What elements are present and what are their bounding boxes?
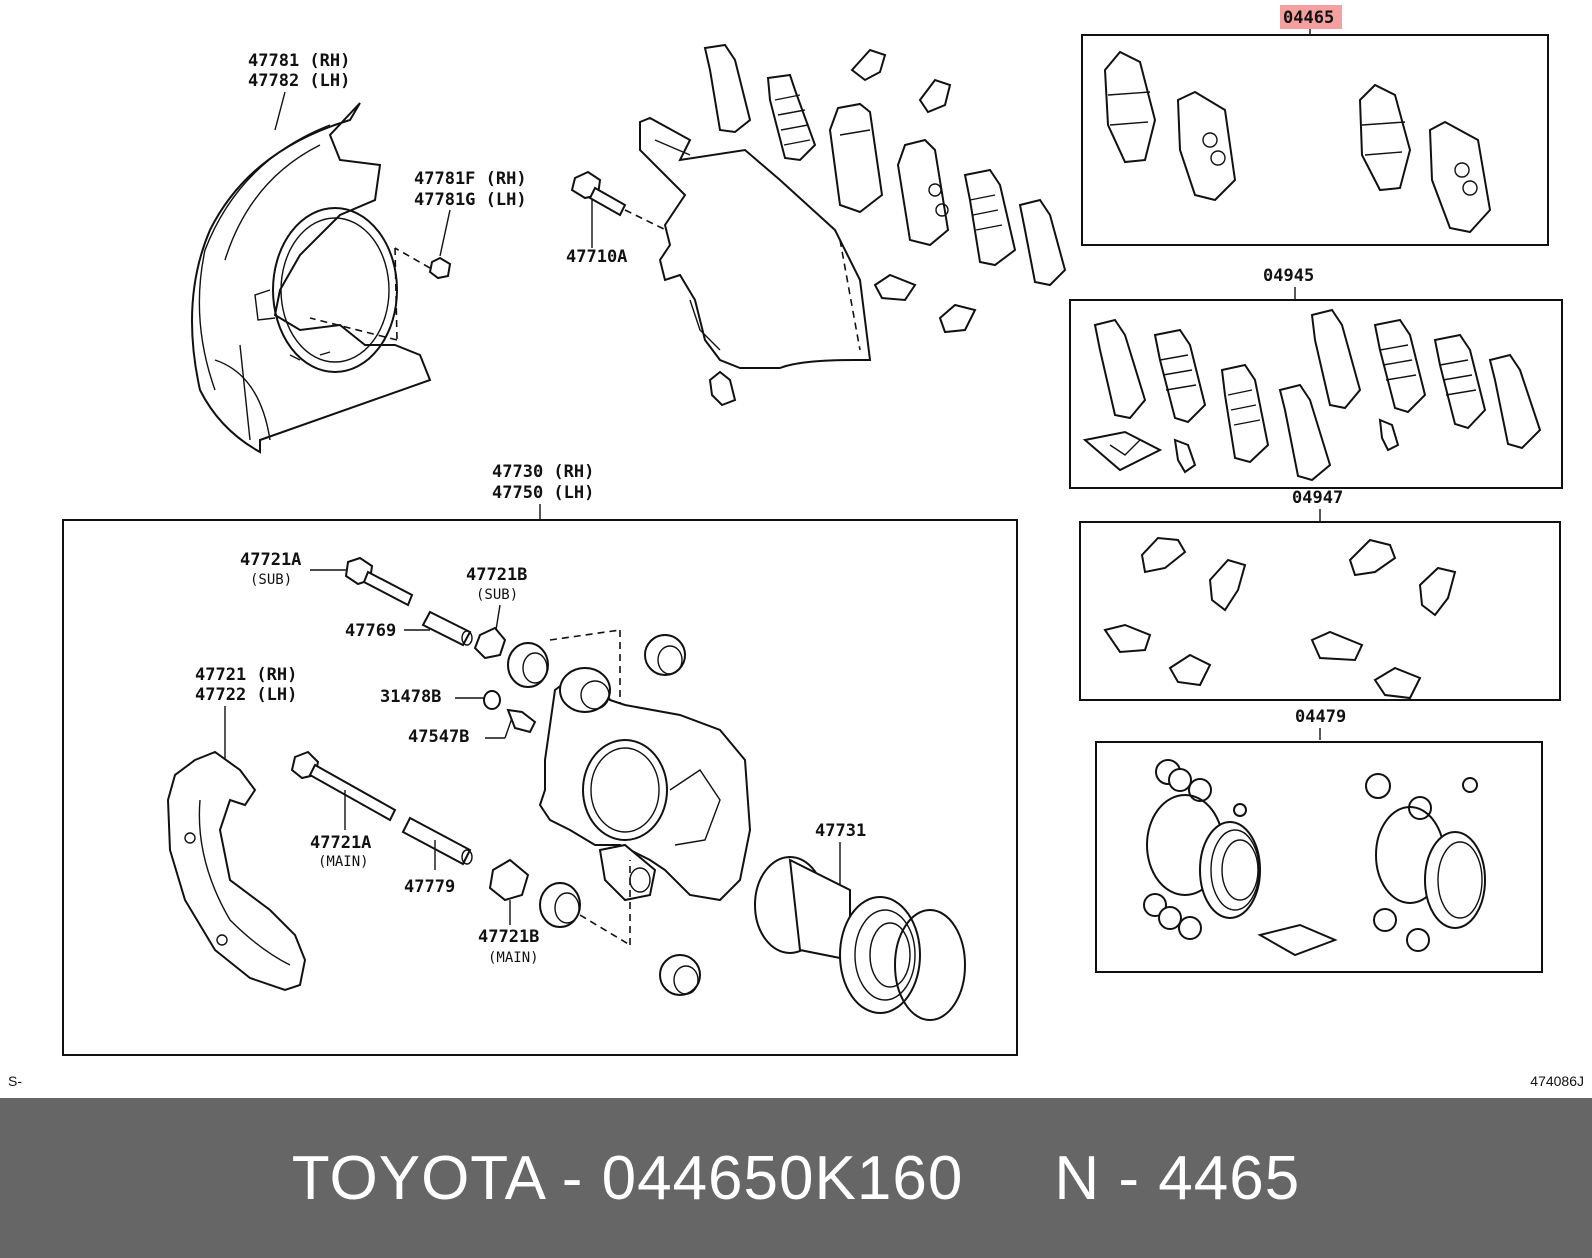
svg-text:47769: 47769 bbox=[345, 621, 396, 641]
kit-04479-box: 04479 bbox=[1095, 707, 1543, 973]
svg-text:47781F (RH): 47781F (RH) bbox=[414, 169, 527, 189]
svg-text:(SUB): (SUB) bbox=[476, 587, 518, 603]
svg-text:47721A: 47721A bbox=[240, 550, 301, 570]
piston-47731: 47731 bbox=[754, 821, 966, 1021]
kit-04945-box: 04945 bbox=[1069, 266, 1563, 489]
footer-bar: TOYOTA - 044650K160 N - 4465 bbox=[0, 1098, 1592, 1258]
svg-text:47721A: 47721A bbox=[310, 833, 371, 853]
caliper-box: 47730 (RH) 47750 (LH) bbox=[62, 462, 1018, 1056]
shield-bolt-label: 47781F (RH) 47781G (LH) bbox=[414, 169, 527, 257]
svg-text:04945: 04945 bbox=[1263, 266, 1314, 286]
svg-text:(MAIN): (MAIN) bbox=[488, 950, 539, 966]
parts-diagram: 47781 (RH) 47782 (LH) 47781F (RH) 47781G… bbox=[8, 5, 1584, 1089]
dust-shield bbox=[191, 102, 432, 454]
svg-text:47730 (RH): 47730 (RH) bbox=[492, 462, 594, 482]
svg-text:47721B: 47721B bbox=[478, 927, 539, 947]
mounting-bracket: 47721 (RH) 47722 (LH) bbox=[166, 665, 307, 992]
svg-text:47547B: 47547B bbox=[408, 727, 469, 747]
svg-text:04465: 04465 bbox=[1283, 8, 1334, 28]
pad-cluster-top bbox=[703, 43, 1067, 334]
svg-text:47779: 47779 bbox=[404, 877, 455, 897]
bolt-47710a bbox=[570, 170, 671, 248]
kit-04465-highlight bbox=[1280, 5, 1342, 29]
bush-47769: 47769 bbox=[345, 610, 473, 647]
boot-sub: 47721B (SUB) bbox=[466, 565, 686, 720]
svg-text:04947: 04947 bbox=[1292, 488, 1343, 508]
caliper-body bbox=[538, 667, 752, 902]
plug-31478b: 31478B bbox=[380, 687, 501, 710]
diagram-canvas: 47781 (RH) 47782 (LH) 47781F (RH) 47781G… bbox=[62, 5, 1563, 1056]
boot-main: 47721B (MAIN) bbox=[478, 858, 701, 996]
svg-text:47731: 47731 bbox=[815, 821, 866, 841]
svg-text:47750 (LH): 47750 (LH) bbox=[492, 483, 594, 503]
svg-text:47722 (LH): 47722 (LH) bbox=[195, 685, 297, 705]
svg-text:47782 (LH): 47782 (LH) bbox=[248, 71, 350, 91]
shield-bolt bbox=[309, 247, 452, 341]
svg-text:47781G (LH): 47781G (LH) bbox=[414, 190, 527, 210]
kit-04465-box: 04465 bbox=[1081, 5, 1549, 246]
svg-text:31478B: 31478B bbox=[380, 687, 441, 707]
shield-label: 47781 (RH) 47782 (LH) bbox=[248, 51, 350, 131]
corner-code-left: S- bbox=[8, 1073, 22, 1089]
bolt-47710a-label: 47710A bbox=[566, 247, 627, 267]
svg-text:(MAIN): (MAIN) bbox=[318, 854, 369, 870]
bush-47779: 47779 bbox=[401, 816, 473, 897]
svg-text:47721 (RH): 47721 (RH) bbox=[195, 665, 297, 685]
bleeder-47547b: 47547B bbox=[408, 708, 537, 747]
pin-sub: 47721A (SUB) bbox=[240, 550, 414, 607]
svg-text:(SUB): (SUB) bbox=[250, 572, 292, 588]
svg-text:47781 (RH): 47781 (RH) bbox=[248, 51, 350, 71]
part-number-caption: TOYOTA - 044650K160 N - 4465 bbox=[291, 1143, 1301, 1213]
svg-text:04479: 04479 bbox=[1295, 707, 1346, 727]
svg-text:47721B: 47721B bbox=[466, 565, 527, 585]
caliper-outline bbox=[639, 116, 872, 407]
corner-code-right: 474086J bbox=[1530, 1073, 1584, 1089]
pin-main: 47721A (MAIN) bbox=[290, 750, 397, 870]
kit-04947-box: 04947 bbox=[1079, 488, 1561, 701]
